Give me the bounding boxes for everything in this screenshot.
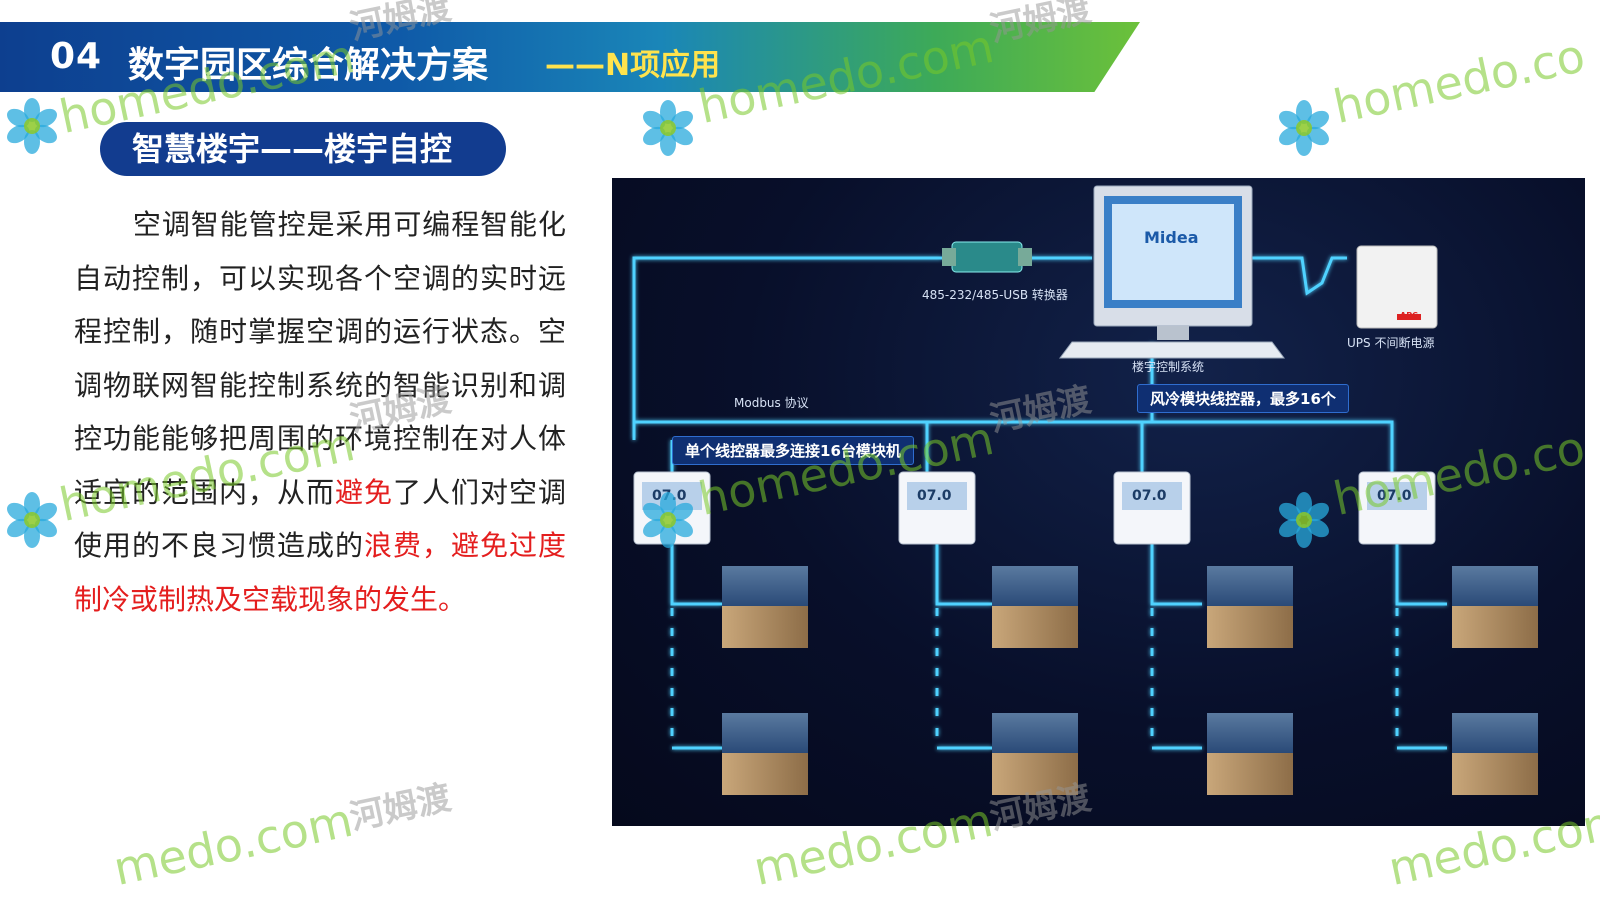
page-title: 数字园区综合解决方案 (128, 45, 489, 86)
controller-display-2: 07.0 (917, 488, 952, 504)
building-control-diagram: Midea 485-232/485-USB 转换器 UPS 不间断电源 APC … (612, 178, 1585, 826)
watermark-flower-icon (639, 100, 697, 156)
ups-device (1356, 245, 1438, 329)
watermark-site: medo.com (108, 792, 358, 896)
controller-display-1: 07.0 (652, 488, 687, 504)
converter-device (942, 241, 1032, 273)
controller-display-3: 07.0 (1132, 488, 1167, 504)
monitor-brand: Midea (1144, 228, 1199, 247)
controller-display-4: 07.0 (1377, 488, 1412, 504)
computer-monitor (1059, 185, 1285, 359)
column-dashes (670, 608, 1399, 748)
watermark-site: homedo.co (1328, 28, 1590, 134)
banner-controllers: 风冷模块线控器，最多16个 (1137, 384, 1349, 413)
watermark-flower-icon (1275, 100, 1333, 156)
ups-brand: APC (1400, 311, 1418, 320)
system-label: 楼宇控制系统 (1132, 360, 1205, 374)
body-text-highlight-2: 浪费，避免过度制冷或制热及空载现象的发生。 (74, 529, 566, 616)
watermark-flower-icon (3, 98, 61, 154)
section-number: 04 (50, 36, 103, 77)
watermark-cn: 河姆渡 (346, 777, 455, 839)
page-subtitle: ——N项应用 (545, 48, 721, 83)
banner-modules: 单个线控器最多连接16台模块机 (672, 436, 914, 465)
section-title: 智慧楼宇——楼宇自控 (100, 122, 506, 176)
wall-controllers (633, 471, 1436, 545)
modular-chiller-units (722, 566, 1538, 795)
ups-label: UPS 不间断电源 (1347, 336, 1435, 350)
protocol-label: Modbus 协议 (734, 396, 809, 410)
body-paragraph: 空调智能管控是采用可编程智能化自动控制，可以实现各个空调的实时远程控制，随时掌握… (74, 198, 566, 626)
body-text-main: 空调智能管控是采用可编程智能化自动控制，可以实现各个空调的实时远程控制，随时掌握… (74, 208, 566, 509)
converter-label: 485-232/485-USB 转换器 (922, 288, 1068, 302)
column-lines (670, 544, 1447, 750)
body-text-highlight-1: 避免 (334, 475, 393, 509)
header-bar (0, 22, 1140, 92)
diagram-graphics (632, 185, 1538, 795)
body-text-continued: 了人们对空调使用的不良习惯造成的 (74, 475, 566, 563)
watermark-flower-icon (3, 492, 61, 548)
